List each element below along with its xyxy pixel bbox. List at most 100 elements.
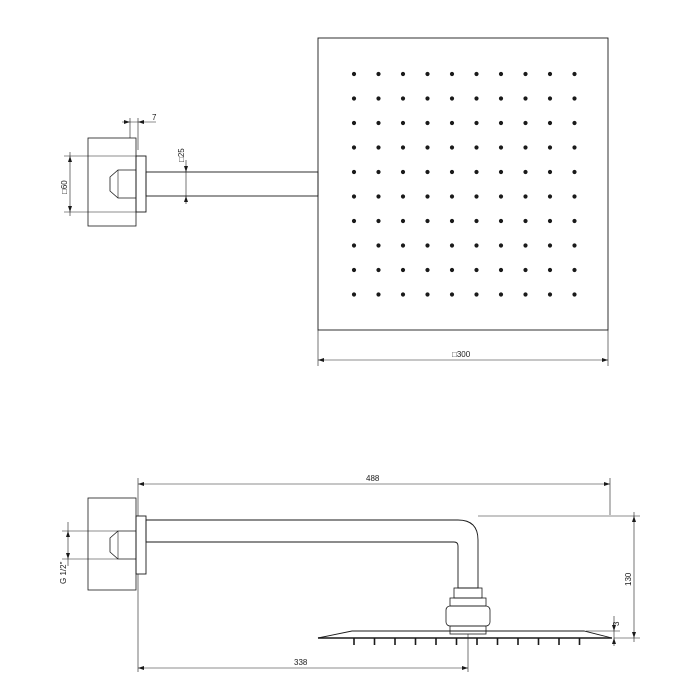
nozzle-dot [400, 71, 406, 77]
nozzle-dot [425, 243, 430, 248]
dim-total-length: 488 [137, 474, 611, 516]
nozzle-dot [547, 96, 553, 101]
nozzle-dot [449, 96, 455, 101]
label-thread: G 1/2" [59, 561, 68, 584]
nozzle-dot [523, 267, 528, 273]
dim-arm-diameter: □25 [177, 148, 188, 204]
nozzle-dot [547, 194, 553, 199]
label-arm-offset: 7 [152, 113, 157, 122]
nozzle-dot [376, 267, 381, 273]
wall-block-side [87, 497, 137, 591]
dim-arm-offset: 7 [122, 113, 157, 150]
nozzle-dot [351, 267, 357, 273]
nozzle-dot [351, 120, 357, 126]
nozzle-dot [523, 96, 528, 101]
label-head-width: □300 [452, 350, 471, 359]
nozzle-dot [449, 194, 455, 199]
nozzle-dot [572, 243, 577, 248]
nozzle-dot [498, 267, 504, 273]
nozzle-dot [498, 292, 504, 297]
nozzle-dot [425, 218, 430, 224]
label-arm-projection: 338 [294, 658, 308, 667]
nozzle-dot [400, 169, 406, 175]
nozzle-dot [474, 292, 479, 297]
nozzle-dot [449, 243, 455, 248]
nozzle-dot [425, 267, 430, 273]
nozzle-dot [425, 145, 430, 150]
nozzle-dot [474, 96, 479, 101]
dim-head-thickness: 3 [586, 616, 621, 646]
nozzle-dot [523, 292, 528, 297]
nozzle-dot [498, 145, 504, 150]
ball-joint [445, 587, 491, 635]
nozzle-dot [351, 243, 357, 248]
nozzle-dot [376, 218, 381, 224]
nozzle-dot [449, 292, 455, 297]
nozzle-dot [376, 145, 381, 150]
nozzle-dot [547, 218, 553, 224]
nozzle-dot [498, 243, 504, 248]
shower-arm-side [145, 519, 479, 589]
nozzle-dot [400, 194, 406, 199]
nozzle-dot [425, 194, 430, 199]
nozzle-dot [425, 71, 430, 77]
wall-flange-top [135, 155, 147, 213]
nozzle-dot [449, 218, 455, 224]
nozzle-dot [572, 218, 577, 224]
nozzle-dot [474, 71, 479, 77]
side-nozzles [353, 638, 581, 645]
nozzle-dot [400, 96, 406, 101]
nozzle-dot [523, 120, 528, 126]
nozzle-dot [351, 71, 357, 77]
nozzle-dot [449, 267, 455, 273]
nozzle-dot [523, 194, 528, 199]
connector-side [109, 530, 137, 560]
nozzle-dot [498, 194, 504, 199]
label-arm-diameter: □25 [177, 148, 186, 162]
nozzle-dot [498, 218, 504, 224]
nozzle-dot [351, 145, 357, 150]
nozzle-dot [547, 145, 553, 150]
nozzle-dot [449, 71, 455, 77]
nozzle-grid [351, 71, 577, 297]
nozzle-dot [523, 169, 528, 175]
nozzle-dot [498, 120, 504, 126]
shower-head-side [317, 630, 613, 639]
connector-top [109, 169, 137, 199]
nozzle-dot [425, 292, 430, 297]
nozzle-dot [572, 169, 577, 175]
side-view: 488 G 1/2" 130 3 [59, 474, 640, 672]
dim-arm-projection: 338 [137, 574, 469, 672]
nozzle-dot [449, 145, 455, 150]
nozzle-dot [351, 292, 357, 297]
nozzle-dot [498, 169, 504, 175]
nozzle-dot [474, 120, 479, 126]
nozzle-dot [547, 243, 553, 248]
dim-head-width: □300 [317, 330, 609, 366]
nozzle-dot [376, 71, 381, 77]
nozzle-dot [400, 243, 406, 248]
nozzle-dot [449, 120, 455, 126]
wall-block-top [87, 137, 137, 227]
nozzle-dot [572, 267, 577, 273]
nozzle-dot [376, 243, 381, 248]
nozzle-dot [376, 169, 381, 175]
label-flange: □60 [60, 180, 69, 194]
dim-thread: G 1/2" [59, 522, 118, 584]
nozzle-dot [572, 194, 577, 199]
nozzle-dot [474, 169, 479, 175]
nozzle-dot [400, 292, 406, 297]
nozzle-dot [498, 96, 504, 101]
label-drop-height: 130 [624, 572, 633, 586]
nozzle-dot [425, 96, 430, 101]
nozzle-dot [376, 194, 381, 199]
nozzle-dot [400, 218, 406, 224]
nozzle-dot [351, 96, 357, 101]
shower-arm-top [145, 171, 319, 197]
nozzle-dot [498, 71, 504, 77]
nozzle-dot [425, 169, 430, 175]
nozzle-dot [351, 169, 357, 175]
nozzle-dot [376, 120, 381, 126]
nozzle-dot [523, 218, 528, 224]
